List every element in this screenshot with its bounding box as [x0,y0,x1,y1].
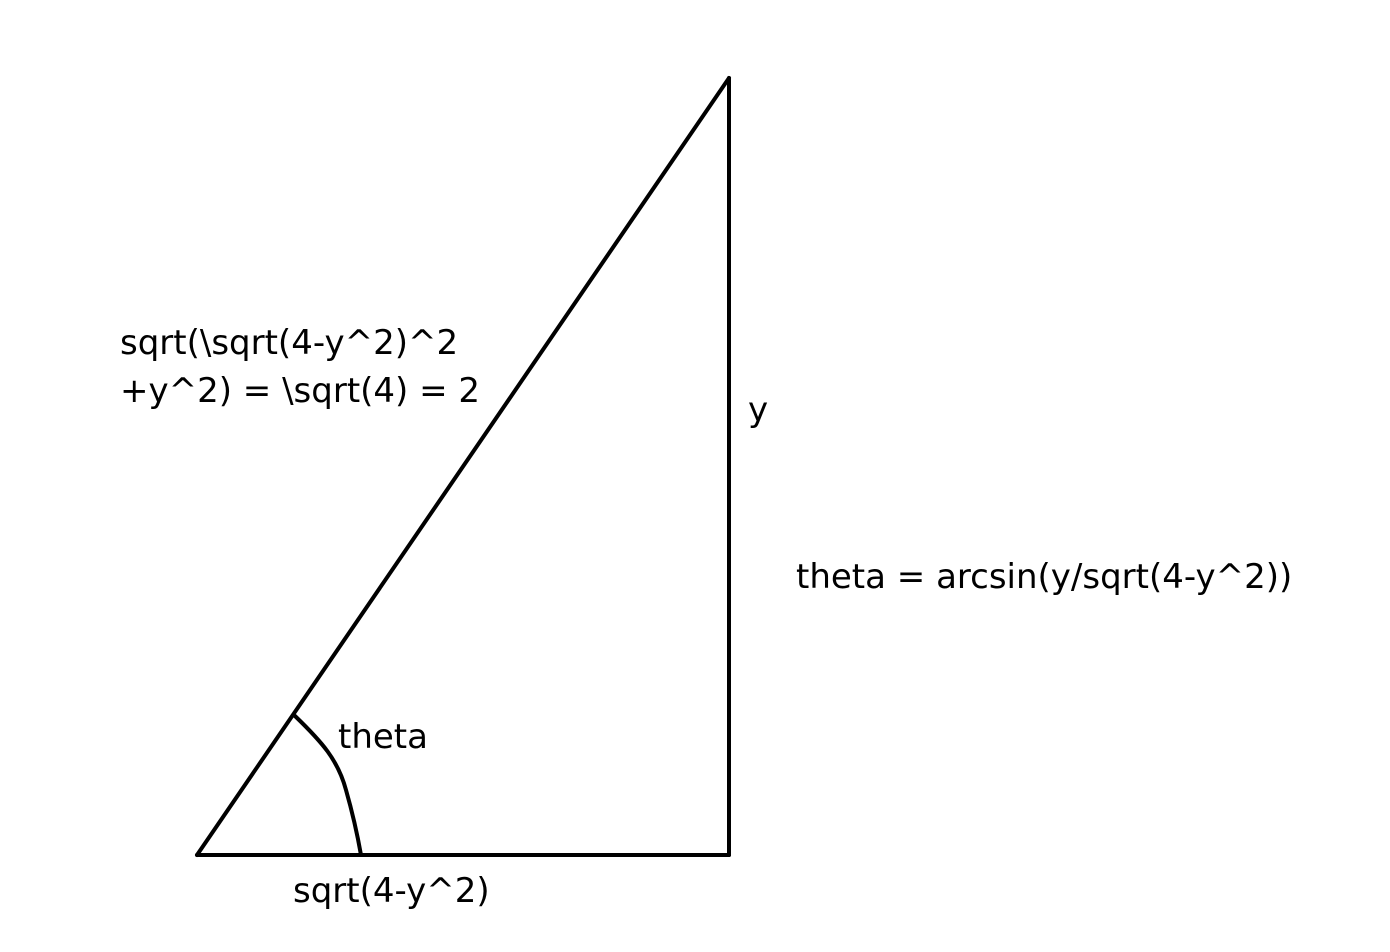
angle-arc [293,714,363,857]
hypotenuse-label-line2: +y^2) = \sqrt(4) = 2 [120,371,481,411]
triangle-hypotenuse [195,76,731,857]
angle-label: theta [338,717,428,757]
hypotenuse-label-line1: sqrt(\sqrt(4-y^2)^2 [120,323,459,363]
vertical-side-label: y [748,390,769,430]
base-label: sqrt(4-y^2) [293,871,490,911]
theta-formula: theta = arcsin(y/sqrt(4-y^2)) [796,557,1293,597]
